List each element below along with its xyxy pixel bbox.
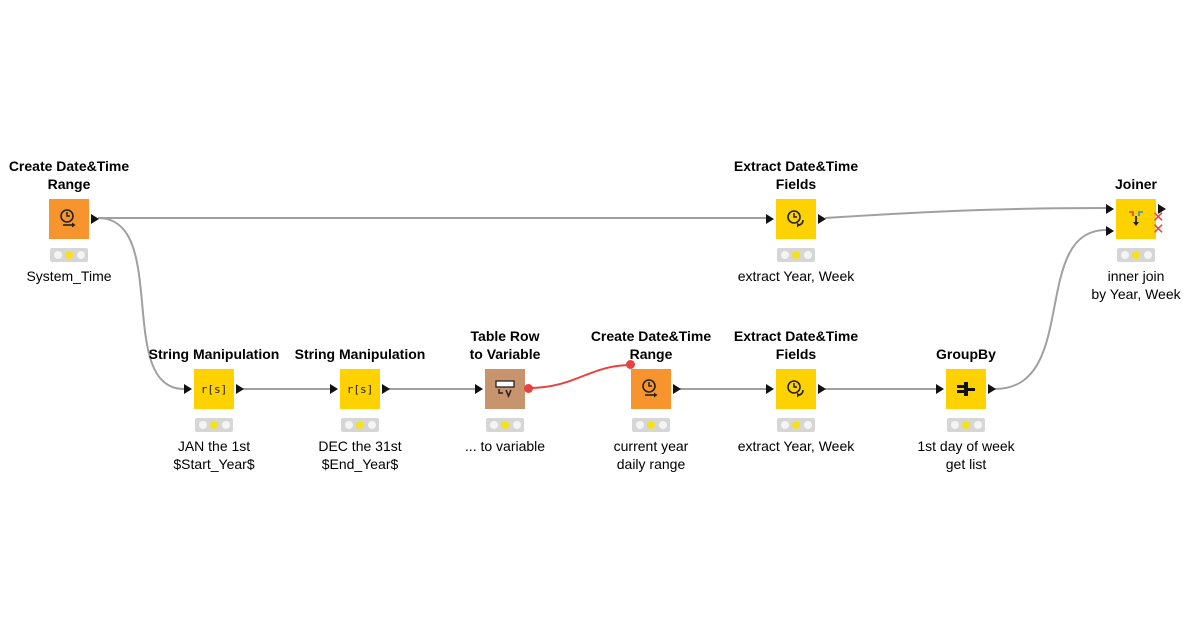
status-dot-red (489, 421, 498, 429)
status-dot-yellow (792, 421, 800, 429)
string-manipulation-icon: r[s] (200, 382, 228, 396)
node-body[interactable]: r[s] (340, 369, 380, 409)
node-annotation[interactable]: 1st day of week get list (917, 438, 1015, 472)
node-annotation[interactable]: extract Year, Week (737, 268, 855, 284)
table-to-variable-icon (495, 380, 515, 398)
node-annotation[interactable]: extract Year, Week (737, 438, 855, 454)
input-port[interactable] (766, 384, 774, 394)
input-port[interactable] (475, 384, 483, 394)
left-input-port[interactable] (1106, 204, 1114, 214)
input-port[interactable] (766, 214, 774, 224)
output-port[interactable] (673, 384, 681, 394)
node-annotation[interactable]: DEC the 31st $End_Year$ (318, 438, 402, 472)
status-dot-yellow (1132, 251, 1140, 259)
flow-variable-input-port[interactable] (626, 360, 635, 369)
status-dot-green (367, 421, 376, 429)
output-port-matches[interactable] (1158, 204, 1166, 214)
node-annotation[interactable]: current year daily range (613, 438, 689, 472)
status-dot-yellow (356, 421, 364, 429)
node-title: Table Row to Variable (469, 328, 541, 362)
node-title: GroupBy (936, 346, 996, 362)
node-body[interactable] (1116, 199, 1156, 239)
node-body[interactable] (946, 369, 986, 409)
status-dot-red (780, 421, 789, 429)
status-dot-red (53, 251, 62, 259)
status-dot-yellow (65, 251, 73, 259)
node-status-traffic-light (486, 418, 524, 432)
status-dot-red (344, 421, 353, 429)
status-dot-yellow (501, 421, 509, 429)
node-body[interactable] (776, 369, 816, 409)
output-port[interactable] (382, 384, 390, 394)
status-dot-green (76, 251, 85, 259)
output-port[interactable] (988, 384, 996, 394)
node-title: Joiner (1114, 176, 1157, 192)
node-status-traffic-light (195, 418, 233, 432)
string-manipulation-icon: r[s] (346, 382, 374, 396)
connection-n9-n3[interactable] (994, 229, 1107, 390)
output-port[interactable] (236, 384, 244, 394)
flow-variable-output-port[interactable] (524, 384, 533, 393)
node-status-traffic-light (50, 248, 88, 262)
node-title: Extract Date&Time Fields (733, 158, 859, 192)
status-dot-green (221, 421, 230, 429)
node-title: Extract Date&Time Fields (733, 328, 859, 362)
clock-arrow-icon (60, 209, 76, 228)
inactive-port-x-icon: ✕ (1152, 209, 1165, 226)
status-dot-yellow (962, 421, 970, 429)
node-status-traffic-light (1117, 248, 1155, 262)
inactive-port-x-icon: ✕ (1152, 221, 1165, 238)
status-dot-green (973, 421, 982, 429)
status-dot-yellow (210, 421, 218, 429)
node-status-traffic-light (777, 418, 815, 432)
status-dot-yellow (792, 251, 800, 259)
connection-n2-n3[interactable] (824, 207, 1107, 219)
node-annotation[interactable]: ... to variable (464, 438, 546, 454)
node-annotation[interactable]: inner join by Year, Week (1091, 268, 1181, 302)
node-status-traffic-light (632, 418, 670, 432)
input-port[interactable] (184, 384, 192, 394)
status-dot-green (1143, 251, 1152, 259)
input-port[interactable] (936, 384, 944, 394)
node-status-traffic-light (947, 418, 985, 432)
node-status-traffic-light (777, 248, 815, 262)
join-arrows-icon (1129, 211, 1143, 226)
status-dot-green (803, 421, 812, 429)
status-dot-red (635, 421, 644, 429)
groupby-icon (957, 382, 975, 396)
right-input-port[interactable] (1106, 226, 1114, 236)
node-status-traffic-light (341, 418, 379, 432)
status-dot-green (512, 421, 521, 429)
node-body[interactable]: r[s] (194, 369, 234, 409)
status-dot-red (198, 421, 207, 429)
output-port[interactable] (91, 214, 99, 224)
node-title: Create Date&Time Range (590, 328, 712, 362)
status-dot-yellow (647, 421, 655, 429)
status-dot-red (950, 421, 959, 429)
connection-n1-n4[interactable] (97, 217, 185, 390)
clock-extract-icon (787, 380, 804, 398)
clock-extract-icon (787, 210, 804, 228)
node-annotation[interactable]: System_Time (26, 268, 112, 284)
output-port[interactable] (818, 214, 826, 224)
input-port[interactable] (330, 384, 338, 394)
node-title: String Manipulation (294, 346, 426, 362)
flow-variable-n6-n7[interactable] (528, 364, 632, 389)
node-title: Create Date&Time Range (8, 158, 130, 192)
status-dot-green (658, 421, 667, 429)
clock-arrow-icon (642, 379, 658, 398)
node-annotation[interactable]: JAN the 1st $Start_Year$ (173, 438, 255, 472)
node-title: String Manipulation (148, 346, 280, 362)
output-port[interactable] (818, 384, 826, 394)
node-body[interactable] (776, 199, 816, 239)
node-body[interactable] (631, 369, 671, 409)
node-body[interactable] (485, 369, 525, 409)
status-dot-red (1120, 251, 1129, 259)
status-dot-red (780, 251, 789, 259)
status-dot-green (803, 251, 812, 259)
node-body[interactable] (49, 199, 89, 239)
